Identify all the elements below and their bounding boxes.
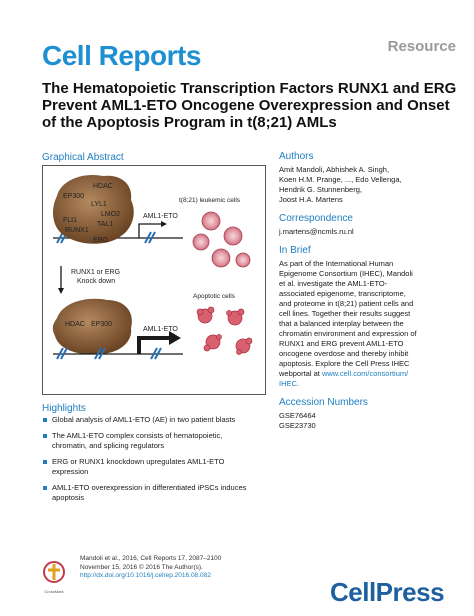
highlight-text: apoptosis [52,493,85,502]
complex-label-erg: ERG [93,237,108,244]
ihec-link-cont[interactable]: IHEC [279,379,297,388]
highlight-item: AML1-ETO overexpression in differentiate… [42,483,272,503]
highlight-text: expression [52,467,89,476]
in-brief-line: As part of the International Human [279,259,394,268]
gene-arrowhead-bottom [169,331,181,345]
correspondence-email[interactable]: j.martens@ncmls.ru.nl [279,227,354,236]
authors-line: Joost H.A. Martens [279,195,343,204]
complex-label-bottom-hdac: HDAC [65,321,85,328]
apoptotic-cells [196,306,253,355]
gene-arrow-top [138,223,163,238]
gene-label-top: AML1-ETO [143,213,178,220]
protein-complex-bottom [52,298,132,355]
gene-label-bottom: AML1-ETO [143,326,178,333]
authors-line: Hendrik G. Stunnenberg, [279,185,362,194]
highlight-text: chromatin, and splicing regulators [52,441,165,450]
citation-block: Mandoli et al., 2016, Cell Reports 17, 2… [80,555,221,581]
authors-heading: Authors [279,151,314,162]
complex-label-hdac: HDAC [93,183,113,190]
in-brief-heading: In Brief [279,245,311,256]
crossmark-logo[interactable]: CrossMark [42,560,66,594]
article-title: The Hematopoietic Transcription Factors … [42,80,457,131]
highlights-heading: Highlights [42,403,86,414]
citation-line: Mandoli et al., 2016, Cell Reports 17, 2… [80,555,222,562]
in-brief-line: cell lines. Together their results sugge… [279,309,411,318]
in-brief-prefix: webportal at [279,369,322,378]
in-brief-line: and proteome in t(8;21) patient cells an… [279,299,414,308]
correspondence-heading: Correspondence [279,213,353,224]
in-brief-line: Epigenome Consortium (IHEC), Mandoli [279,269,413,278]
complex-label-tal1: TAL1 [97,221,113,228]
authors-line: Koen H.M. Prange, ..., Edo Vellenga, [279,175,402,184]
complex-label-bottom-ep300: EP300 [91,321,112,328]
in-brief-line: apoptosis. Explore the Cell Press IHEC [279,359,410,368]
highlight-text: AML1-ETO overexpression in differentiate… [52,483,247,492]
complex-label-fli1: FLI1 [63,217,77,224]
cells-label-bottom: Apoptotic cells [193,293,236,300]
in-brief-line: associated epigenome, transcriptome, [279,289,406,298]
gene-arrowhead-top [161,221,167,227]
graphical-abstract-svg: HDAC EP300 LYL1 LMO2 FLI1 TAL1 RUNX1 ERG… [52,174,253,360]
authors-line: Amit Mandoli, Abhishek A. Singh, [279,165,390,174]
accession-heading: Accession Numbers [279,397,368,408]
gene-arrow-bottom [137,336,171,354]
journal-name: Cell Reports [42,40,201,71]
highlights-list: Global analysis of AML1-ETO (AE) in two … [42,415,272,509]
complex-label-ep300: EP300 [63,193,84,200]
leukemic-cells [192,211,251,268]
crossmark-label: CrossMark [44,589,64,594]
in-brief-suffix: . [296,379,300,388]
in-brief-line: oncogene overdose and thereby inhibit [279,349,409,358]
graphical-abstract-figure: HDAC EP300 LYL1 LMO2 FLI1 TAL1 RUNX1 ERG… [42,165,266,395]
in-brief-line: et al. investigate the AML1-ETO- [279,279,388,288]
in-brief-last-line: webportal at www.cell.com/consortium/ [279,369,459,379]
dna-break-marks-bottom [56,347,162,360]
highlight-item: The AML1-ETO complex consists of hematop… [42,431,272,451]
highlight-item: ERG or RUNX1 knockdown upregulates AML1-… [42,457,272,477]
highlight-text: The AML1-ETO complex consists of hematop… [52,431,223,440]
accession-number: GSE23730 [279,421,316,430]
complex-label-lmo2: LMO2 [101,211,120,218]
cells-label-top: t(8;21) leukemic cells [179,197,241,204]
crossmark-icon [43,561,65,583]
accession-number: GSE76464 [279,411,316,420]
publisher-logo: CellPress [330,577,445,607]
highlight-text: Global analysis of AML1-ETO (AE) in two … [52,415,236,424]
in-brief-line: chromatin environment and expression of [279,329,417,338]
article-type-label: Resource [387,38,456,55]
doi-link[interactable]: http://dx.doi.org/10.1016/j.celrep.2016.… [80,572,211,579]
protein-complex-top [53,174,134,244]
in-brief-link-line: IHEC. [279,379,459,389]
in-brief-line: RUNX1 and ERG prevent AML1-ETO [279,339,404,348]
copyright-line: November 15, 2016 © 2016 The Author(s). [80,563,203,571]
highlight-text: ERG or RUNX1 knockdown upregulates AML1-… [52,457,225,466]
highlight-item: Global analysis of AML1-ETO (AE) in two … [42,415,272,425]
knockdown-label-2: Knock down [77,278,115,285]
in-brief-line: that a balanced interplay between the [279,319,404,328]
complex-label-lyl1: LYL1 [91,201,107,208]
complex-label-runx1: RUNX1 [65,227,89,234]
ihec-link[interactable]: www.cell.com/consortium/ [321,369,409,378]
graphical-abstract-heading: Graphical Abstract [42,152,124,163]
knockdown-label-1: RUNX1 or ERG [71,269,120,276]
